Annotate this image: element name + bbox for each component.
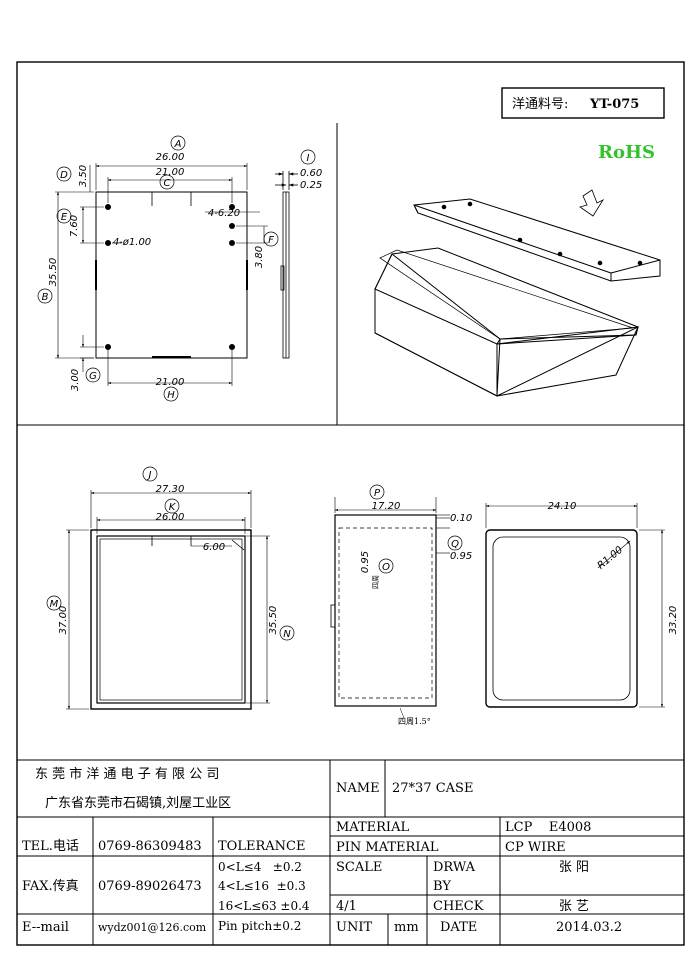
label-D: D (60, 170, 68, 181)
top-view-cover (95, 191, 248, 359)
dim-7-60: 7.60 (69, 215, 80, 237)
dim-0-95: 0.95 (450, 551, 472, 562)
unit-value: mm (394, 920, 419, 935)
dim-4-6-20: 4-6.20 (208, 208, 240, 219)
side-section-dimensions (334, 497, 450, 719)
label-H: H (167, 390, 175, 401)
dim-21-00-bottom: 21.00 (156, 377, 185, 388)
email-value: wydz001@126.com (98, 921, 207, 934)
sheet-border (16, 61, 685, 946)
date-value: 2014.03.2 (556, 920, 622, 935)
tolerance-1: 0<L≤4 ±0.2 (218, 860, 302, 874)
label-F: F (268, 235, 274, 246)
label-C: C (164, 178, 171, 189)
dim-26-00: 26.00 (156, 152, 185, 163)
label-A: A (174, 139, 182, 150)
end-view-labels: 24.10 R1.00 33.20 (548, 501, 679, 634)
dim-35-50-case: 35.50 (268, 606, 279, 635)
rohs-mark: RoHS (598, 142, 655, 163)
top-view-dimensions (55, 163, 268, 386)
check-label: CHECK (433, 899, 484, 914)
top-view-labels: A 26.00 C 21.00 D 3.50 E 7.60 B 35.50 G … (37, 135, 322, 402)
label-G: G (89, 371, 97, 382)
pin-material-value: CP WIRE (505, 840, 566, 855)
material-label: MATERIAL (336, 820, 409, 835)
tolerance-label: TOLERANCE (218, 839, 305, 854)
label-J: J (147, 470, 152, 481)
pin-material-label: PIN MATERIAL (336, 840, 439, 855)
label-E: E (61, 212, 68, 223)
end-view (485, 529, 638, 708)
dim-21-00-top: 21.00 (156, 167, 185, 178)
company-name: 东 莞 市 洋 通 电 子 有 限 公 司 (35, 766, 219, 782)
drawn-by-value: 张 阳 (559, 860, 589, 875)
dim-6-00: 6.00 (203, 542, 225, 553)
label-B: B (42, 292, 49, 303)
isometric-view (374, 189, 661, 397)
material-value: LCP E4008 (505, 820, 591, 835)
case-top-labels: J 27.30 K 26.00 6.00 M 37.00 35.50 N (46, 466, 295, 641)
label-M: M (50, 599, 59, 610)
case-top-dimensions (66, 490, 270, 710)
drawn-by-label-2: BY (433, 879, 451, 894)
check-value: 张 艺 (559, 899, 589, 914)
note-bottom: 四周1.5° (398, 717, 431, 726)
tolerance-3: 16<L≤63 ±0.4 (218, 899, 310, 913)
name-value: 27*37 CASE (392, 781, 473, 796)
dim-0-10: 0.10 (450, 513, 472, 524)
dim-35-50: 35.50 (48, 258, 59, 287)
label-N: N (283, 629, 291, 640)
part-number-label: 洋通料号: (512, 97, 568, 112)
note-around: 四周 (372, 575, 380, 589)
email-label: E--mail (22, 920, 69, 935)
label-K: K (169, 502, 177, 513)
case-top-view (90, 529, 252, 710)
dim-27-30: 27.30 (156, 484, 185, 495)
part-number-box: 洋通料号: YT-075 (501, 87, 665, 119)
label-O: O (382, 562, 390, 573)
title-block (17, 760, 684, 945)
dim-hole: 4-ø1.00 (113, 237, 151, 248)
date-label: DATE (440, 920, 477, 935)
dim-26-00-case: 26.00 (156, 512, 185, 523)
scale-value: 4/1 (336, 899, 357, 914)
drawn-by-label-1: DRWA (433, 860, 476, 875)
dim-3-50: 3.50 (78, 165, 89, 187)
label-P: P (374, 488, 381, 499)
label-Q: Q (451, 539, 459, 550)
tolerance-pin-pitch: Pin pitch±0.2 (218, 919, 301, 933)
tel-value: 0769-86309483 (98, 839, 202, 854)
dim-0-25: 0.25 (300, 180, 322, 191)
top-view-side-profile (275, 171, 298, 359)
dim-0-60: 0.60 (300, 168, 322, 179)
company-address: 广东省东莞市石碣镇,刘屋工业区 (45, 795, 231, 811)
title-block-text: 东 莞 市 洋 通 电 子 有 限 公 司 广东省东莞市石碣镇,刘屋工业区 NA… (22, 766, 622, 935)
tolerance-2: 4<L≤16 ±0.3 (218, 879, 306, 893)
dim-3-80: 3.80 (254, 246, 265, 268)
unit-label: UNIT (336, 920, 372, 935)
scale-label: SCALE (336, 860, 382, 875)
fax-label: FAX.传真 (22, 879, 79, 894)
dim-0-95-inner: 0.95 (360, 551, 371, 573)
dim-3-00: 3.00 (70, 369, 81, 391)
end-view-dimensions (485, 503, 665, 708)
dim-24-10: 24.10 (548, 501, 577, 512)
tel-label: TEL.电话 (22, 839, 79, 854)
fax-value: 0769-89026473 (98, 879, 202, 894)
dim-17-20: 17.20 (372, 501, 401, 512)
dim-33-20: 33.20 (668, 606, 679, 635)
side-section-view (330, 514, 437, 707)
dim-r1-00: R1.00 (596, 544, 625, 571)
label-I: I (307, 153, 310, 164)
side-section-labels: P 17.20 0.10 Q 0.95 0.95 四周 O 四周1.5° (360, 484, 472, 726)
dim-37-00: 37.00 (58, 606, 69, 635)
part-number-value: YT-075 (589, 97, 639, 112)
name-label: NAME (336, 781, 380, 796)
